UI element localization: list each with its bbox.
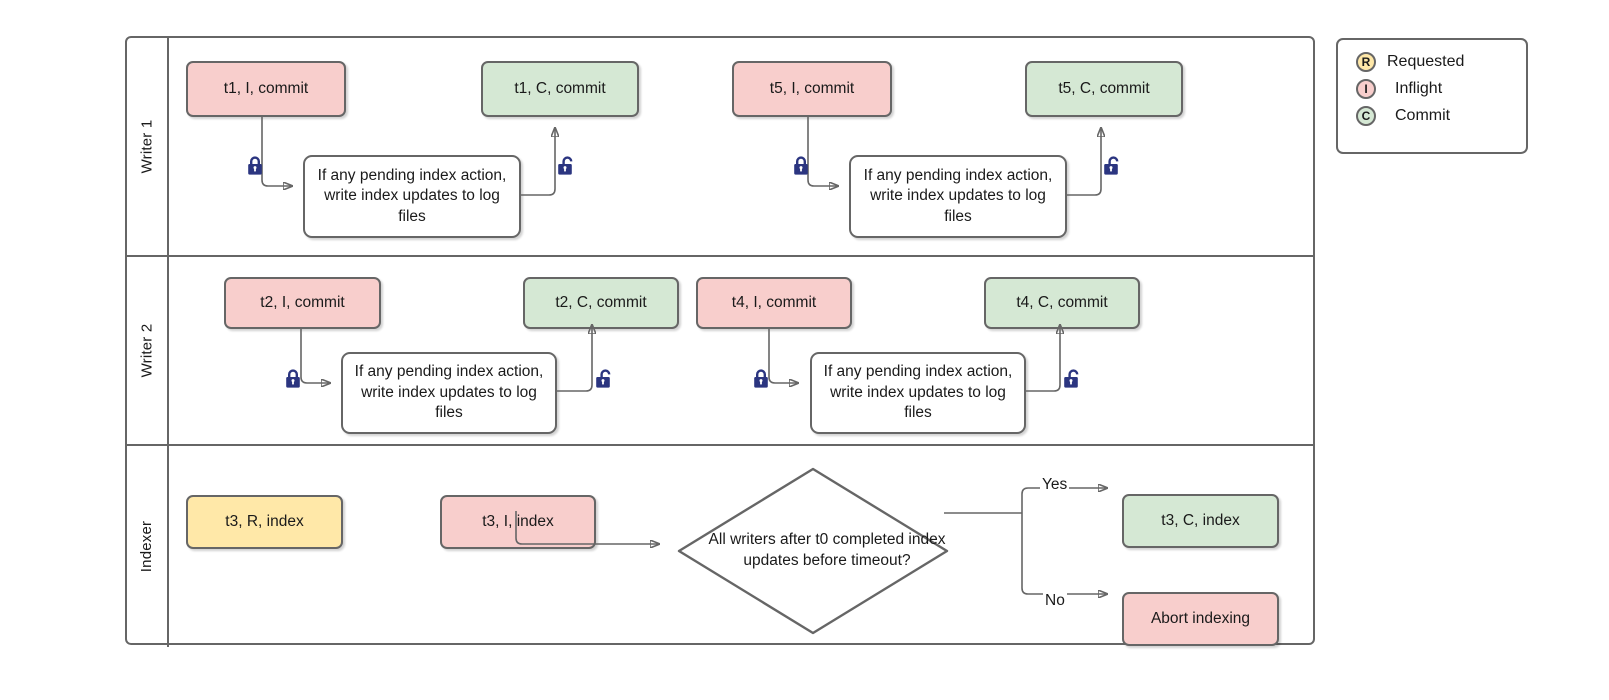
lock-closed-icon: [245, 155, 265, 177]
lane-body-indexer: t3, R, index t3, I, index All writers af…: [169, 446, 1313, 647]
lane-indexer: Indexer t3, R, index t3, I, index All wr…: [127, 446, 1313, 647]
lock-open-icon: [1061, 368, 1081, 390]
node-w1-t1-inflight[interactable]: t1, I, commit: [186, 61, 346, 117]
node-w2-activity-b[interactable]: If any pending index action, write index…: [810, 352, 1026, 434]
node-w2-t2-commit[interactable]: t2, C, commit: [523, 277, 679, 329]
lane-body-writer-1: t1, I, commit If any pending index actio…: [169, 38, 1313, 255]
lock-open-icon: [1101, 155, 1121, 177]
node-w1-activity-a[interactable]: If any pending index action, write index…: [303, 155, 521, 238]
badge-requested-icon: R: [1356, 52, 1376, 72]
lock-closed-icon: [751, 368, 771, 390]
node-indexer-decision[interactable]: All writers after t0 completed index upd…: [676, 466, 950, 636]
node-w2-t4-inflight[interactable]: t4, I, commit: [696, 277, 852, 329]
node-w1-t1-commit[interactable]: t1, C, commit: [481, 61, 639, 117]
lock-open-icon: [593, 368, 613, 390]
lane-header-writer-2: Writer 2: [127, 257, 169, 444]
lane-label-writer-1: Writer 1: [138, 119, 156, 174]
node-w2-activity-a[interactable]: If any pending index action, write index…: [341, 352, 557, 434]
node-w1-t5-commit[interactable]: t5, C, commit: [1025, 61, 1183, 117]
lane-header-writer-1: Writer 1: [127, 38, 169, 255]
node-indexer-t3-commit[interactable]: t3, C, index: [1122, 494, 1279, 548]
lane-label-writer-2: Writer 2: [138, 323, 156, 378]
legend-label-requested: Requested: [1387, 53, 1465, 70]
edge-label-yes: Yes: [1040, 476, 1070, 494]
lane-writer-2: Writer 2 t2, I, commit If any pending in…: [127, 257, 1313, 446]
swimlane-pool: Writer 1 t1, I, commit If any pending in…: [125, 36, 1315, 647]
lock-closed-icon: [283, 368, 303, 390]
lane-header-indexer: Indexer: [127, 446, 169, 647]
legend-item-inflight: I Inflight: [1356, 76, 1526, 102]
lock-closed-icon: [791, 155, 811, 177]
node-indexer-t3-inflight[interactable]: t3, I, index: [440, 495, 596, 549]
node-w1-activity-b[interactable]: If any pending index action, write index…: [849, 155, 1067, 238]
node-w1-t5-inflight[interactable]: t5, I, commit: [732, 61, 892, 117]
node-w2-t4-commit[interactable]: t4, C, commit: [984, 277, 1140, 329]
lane-body-writer-2: t2, I, commit If any pending index actio…: [169, 257, 1313, 444]
lane-label-indexer: Indexer: [138, 520, 156, 573]
badge-commit-icon: C: [1356, 106, 1376, 126]
node-indexer-t3-requested[interactable]: t3, R, index: [186, 495, 343, 549]
lane-writer-1: Writer 1 t1, I, commit If any pending in…: [127, 38, 1313, 257]
legend-item-commit: C Commit: [1356, 103, 1526, 129]
node-w2-t2-inflight[interactable]: t2, I, commit: [224, 277, 381, 329]
badge-inflight-icon: I: [1356, 79, 1376, 99]
lock-open-icon: [555, 155, 575, 177]
legend-label-inflight: Inflight: [1395, 80, 1443, 97]
legend-panel: R Requested I Inflight C Commit: [1336, 38, 1528, 154]
edge-label-no: No: [1043, 592, 1067, 610]
legend-label-commit: Commit: [1395, 107, 1451, 124]
legend-item-requested: R Requested: [1356, 49, 1526, 75]
node-indexer-abort[interactable]: Abort indexing: [1122, 592, 1279, 646]
